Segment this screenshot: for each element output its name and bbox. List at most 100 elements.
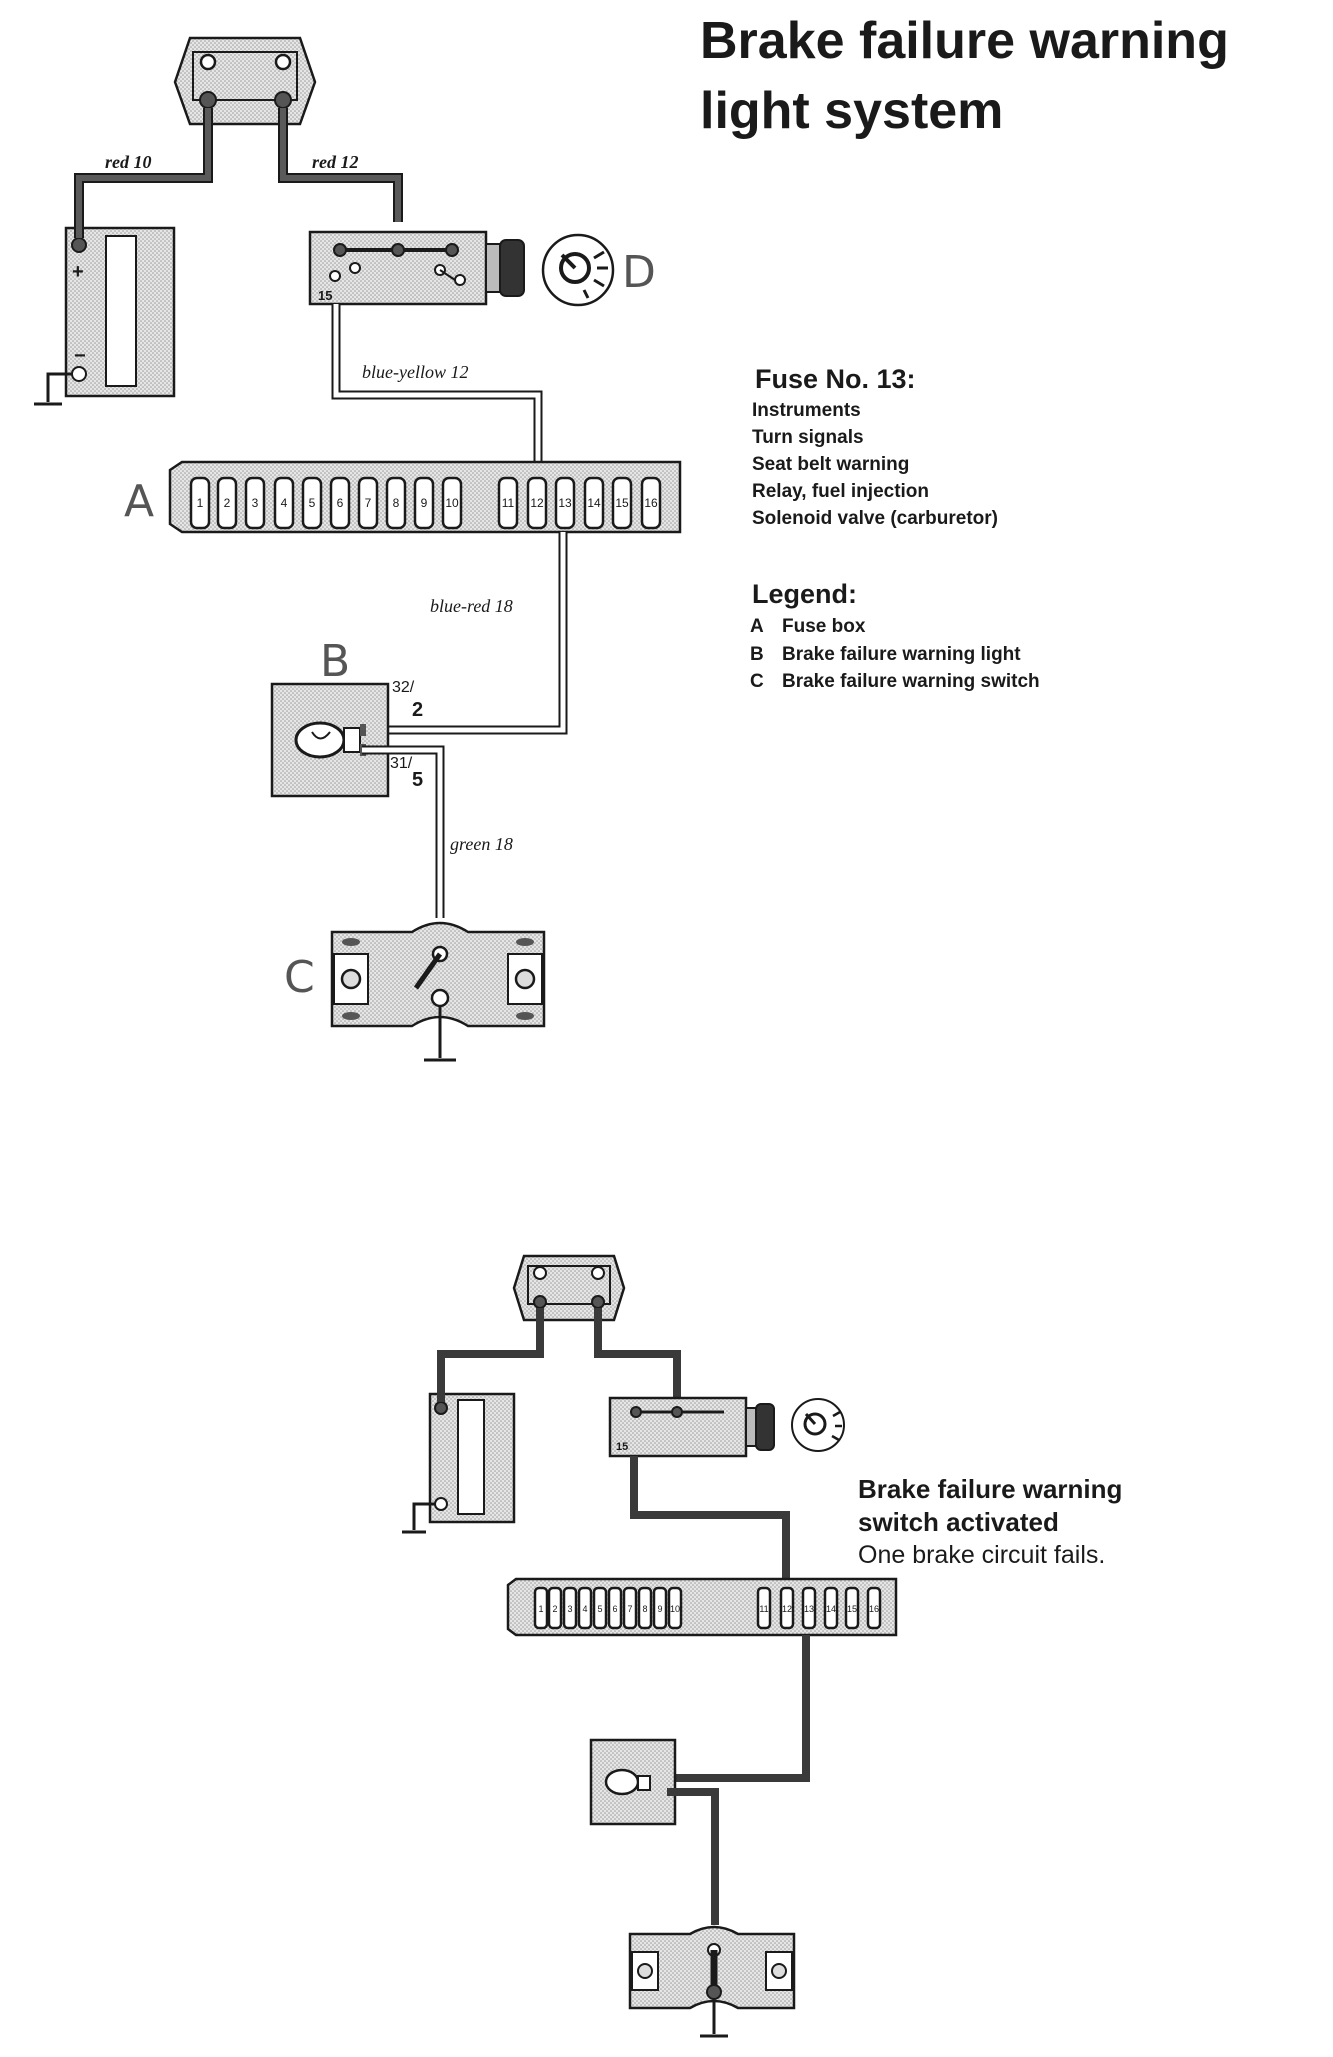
- fuse-number-label: 16: [869, 1604, 879, 1614]
- fuse-info-block: Fuse No. 13: Instruments Turn signals Se…: [752, 364, 998, 529]
- title-line-2: light system: [700, 82, 1003, 140]
- fuse-15: [844, 1586, 860, 1630]
- terminal-2-label: 2: [412, 699, 423, 721]
- fuse-5: [592, 1586, 608, 1630]
- activated-caption-line-3: One brake circuit fails.: [858, 1541, 1105, 1569]
- fuse-number-label: 6: [612, 1604, 617, 1614]
- fuse-15: [611, 476, 633, 530]
- terminal-5-label: 5: [412, 769, 423, 791]
- fuse-number-label: 1: [197, 496, 204, 510]
- fuse-number-label: 1: [538, 1604, 543, 1614]
- relay-block-activated: [512, 1254, 626, 1322]
- terminal-32-label: 32/: [392, 679, 415, 696]
- fuse-4: [273, 476, 295, 530]
- fuse-number-label: 13: [804, 1604, 814, 1614]
- fuse-number-label: 15: [615, 496, 629, 510]
- fuse-number-label: 2: [552, 1604, 557, 1614]
- fuse-14: [583, 476, 605, 530]
- fuse-number-label: 13: [558, 496, 572, 510]
- wire-blue-yellow-12: [331, 304, 543, 466]
- terminal-31-label: 31/: [390, 755, 413, 772]
- legend-key: B: [750, 644, 764, 665]
- fuse-info-item: Solenoid valve (carburetor): [752, 508, 998, 529]
- fuse-number-label: 11: [759, 1604, 768, 1614]
- fuse-number-label: 8: [393, 496, 400, 510]
- battery-plus-symbol: +: [72, 261, 84, 283]
- fuse-number-label: 12: [782, 1604, 792, 1614]
- fuse-number-label: 14: [587, 496, 601, 510]
- wire-label-blue-red: blue-red 18: [430, 596, 513, 616]
- wire-activated-battery: [437, 1308, 544, 1402]
- legend-text: Brake failure warning switch: [782, 671, 1040, 692]
- fuse-number-label: 2: [224, 496, 231, 510]
- fuse-number-label: 4: [281, 496, 288, 510]
- wire-label-green: green 18: [450, 834, 513, 854]
- fuse-6: [607, 1586, 623, 1630]
- ignition-key-icon: [541, 233, 615, 307]
- fuse-number-label: 11: [502, 496, 515, 510]
- fuse-number-label: 10: [445, 496, 459, 510]
- fuse-info-item: Seat belt warning: [752, 454, 909, 475]
- fuse-info-item: Instruments: [752, 400, 861, 421]
- fuse-number-label: 7: [365, 496, 372, 510]
- fuse-10: [667, 1586, 683, 1630]
- wire-activated-ignition: [594, 1308, 681, 1400]
- fuse-16: [640, 476, 662, 530]
- fuse-7: [622, 1586, 638, 1630]
- activated-caption-line-2: switch activated: [858, 1507, 1059, 1537]
- component-letter-b: B: [320, 636, 350, 687]
- fuse-11: [497, 476, 519, 530]
- fuse-3: [244, 476, 266, 530]
- relay-block: [173, 36, 317, 126]
- component-letter-c: C: [284, 952, 315, 1003]
- legend-text: Brake failure warning light: [782, 644, 1021, 665]
- fuse-number-label: 14: [826, 1604, 836, 1614]
- fuse-16: [866, 1586, 882, 1630]
- fuse-number-label: 9: [421, 496, 428, 510]
- fuse-13: [554, 476, 576, 530]
- fuse-number-label: 3: [252, 496, 259, 510]
- fuse-number-label: 5: [597, 1604, 602, 1614]
- ignition-switch: 15: [308, 230, 525, 306]
- component-letter-d: D: [622, 247, 656, 298]
- fuse-2: [547, 1586, 563, 1630]
- fuse-1: [189, 476, 211, 530]
- fuse-6: [329, 476, 351, 530]
- fuse-number-label: 7: [627, 1604, 632, 1614]
- fuse-8: [637, 1586, 653, 1630]
- fuse-number-label: 15: [847, 1604, 857, 1614]
- fuse-number-label: 3: [567, 1604, 572, 1614]
- legend-key: C: [750, 671, 764, 692]
- fuse-info-item: Turn signals: [752, 427, 864, 448]
- fuse-number-label: 5: [309, 496, 316, 510]
- brake-failure-switch-activated: [628, 1925, 796, 2038]
- fuse-13: [801, 1586, 817, 1630]
- legend-key: A: [750, 616, 764, 637]
- wire-red-10: [74, 108, 213, 238]
- fuse-9: [652, 1586, 668, 1630]
- fuse-1: [533, 1586, 549, 1630]
- fuse-number-label: 4: [582, 1604, 587, 1614]
- terminal-15-label: 15: [318, 288, 332, 303]
- fuse-number-label: 9: [657, 1604, 662, 1614]
- ignition-key-icon-activated: [791, 1398, 845, 1452]
- battery-minus-symbol: −: [74, 345, 86, 367]
- legend-block: Legend: A Fuse box B Brake failure warni…: [750, 579, 1040, 692]
- title-line-1: Brake failure warning: [700, 12, 1229, 70]
- brake-failure-switch: [330, 921, 546, 1062]
- fuse-number-label: 16: [644, 496, 658, 510]
- warning-light: [270, 682, 390, 798]
- fuse-10: [441, 476, 463, 530]
- wire-activated-to-fusebox: [630, 1456, 790, 1578]
- battery-activated: [402, 1392, 516, 1534]
- fuse-number-label: 8: [642, 1604, 647, 1614]
- wire-activated-to-switch: [667, 1788, 719, 1925]
- fuse-12: [779, 1586, 795, 1630]
- component-letter-a: A: [124, 476, 154, 527]
